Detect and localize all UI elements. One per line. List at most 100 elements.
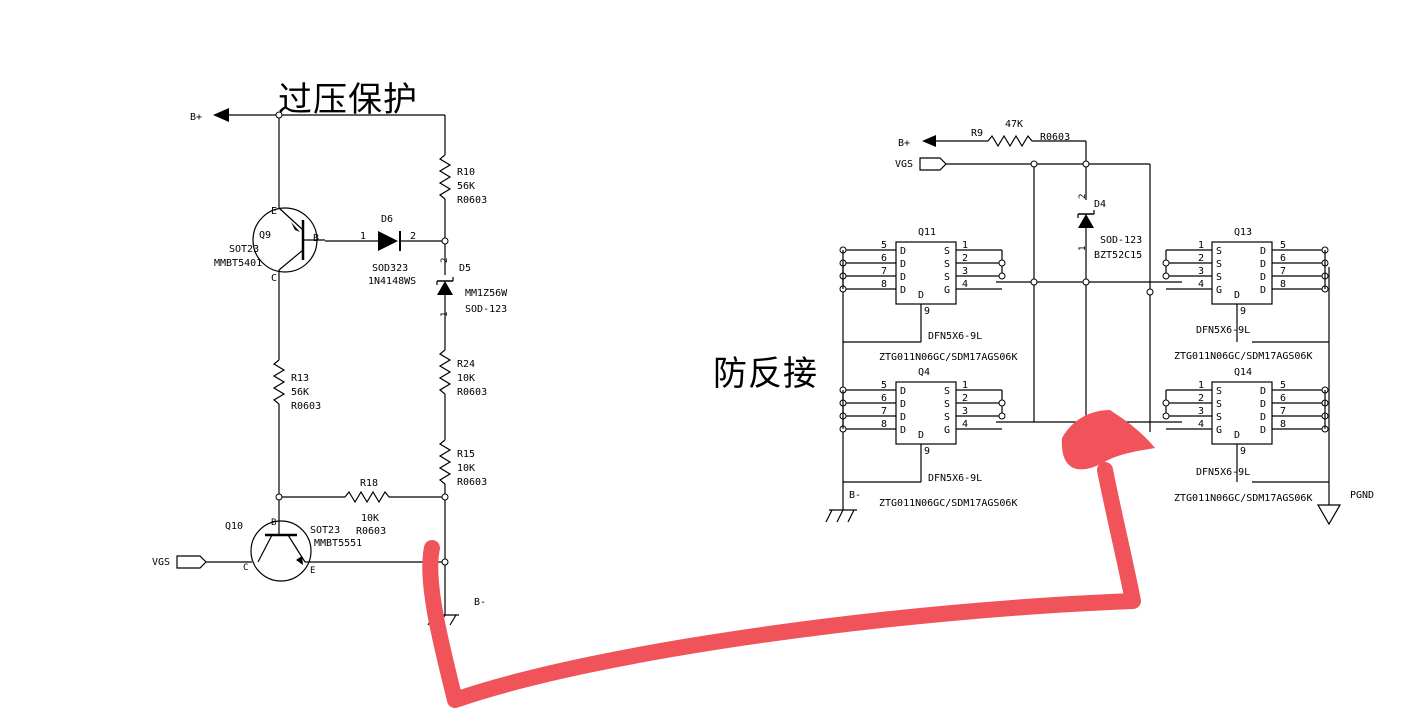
pin-name: S — [1216, 246, 1222, 257]
pin-name: S — [944, 386, 950, 397]
d5-zener: 2 1 D5 MM1Z56W SOD-123 — [436, 258, 508, 317]
reverse-protection-circuit: B+ R9 47K R0603 VGS 2 1 D4 SOD-123 BZT5 — [825, 119, 1374, 526]
q9-pkg: SOT23 — [229, 244, 259, 255]
svg-text:D5: D5 — [459, 263, 471, 274]
mosfet-ref: Q13 — [1234, 227, 1252, 238]
svg-text:B: B — [313, 233, 319, 244]
svg-text:SOD-123: SOD-123 — [1100, 235, 1142, 246]
pin9-name: D — [918, 290, 924, 301]
pin-number: 5 — [881, 380, 887, 391]
pin-name: S — [1216, 386, 1222, 397]
pin-name: S — [944, 272, 950, 283]
pin-name: S — [1216, 259, 1222, 270]
red-annotation-arrow — [422, 410, 1155, 708]
mosfet-q4: 5D1S6D2S7D3S8D4GD9Q4DFN5X6-9LZTG011N06GC… — [839, 367, 1017, 509]
pin-number: 4 — [1198, 419, 1204, 430]
pin-name: D — [900, 285, 906, 296]
pin-name: D — [1260, 412, 1266, 423]
pin-name: D — [1260, 386, 1266, 397]
q10-ref: Q10 — [225, 521, 243, 532]
pin-name: S — [944, 412, 950, 423]
pin-name: G — [944, 285, 950, 296]
pin-number: 2 — [1198, 393, 1204, 404]
pin-junction — [998, 272, 1006, 280]
svg-text:2: 2 — [410, 231, 416, 242]
svg-text:VGS: VGS — [895, 159, 913, 170]
pin-name: D — [1260, 399, 1266, 410]
r13-resistor: R13 56K R0603 — [272, 359, 321, 412]
r18-resistor: R18 10K R0603 — [344, 478, 390, 537]
svg-text:SOD-123: SOD-123 — [465, 304, 507, 315]
svg-text:MM1Z56W: MM1Z56W — [465, 288, 508, 299]
svg-text:2: 2 — [440, 258, 450, 263]
pin-name: D — [900, 399, 906, 410]
pin-junction — [1162, 272, 1170, 280]
svg-text:B+: B+ — [898, 138, 910, 149]
pin-number: 8 — [881, 419, 887, 430]
pin-number: 2 — [962, 253, 968, 264]
pin-name: D — [900, 259, 906, 270]
pin-name: S — [944, 259, 950, 270]
pin-name: D — [1260, 246, 1266, 257]
mosfet-ref: Q14 — [1234, 367, 1252, 378]
mosfet-pkg: DFN5X6-9L — [928, 473, 982, 484]
mosfet-part: ZTG011N06GC/SDM17AGS06K — [1174, 351, 1312, 362]
mosfet-part: ZTG011N06GC/SDM17AGS06K — [879, 352, 1017, 363]
q9-transistor: E B C Q9 SOT23 MMBT5401 — [214, 206, 325, 284]
mosfet-pkg: DFN5X6-9L — [928, 331, 982, 342]
pin-name: D — [1260, 272, 1266, 283]
svg-text:PGND: PGND — [1350, 490, 1374, 501]
pin-number: 8 — [1280, 279, 1286, 290]
pin-name: D — [1260, 425, 1266, 436]
pin-junction — [1162, 399, 1170, 407]
pin9-number: 9 — [1240, 306, 1246, 317]
svg-text:B-: B- — [474, 597, 486, 608]
r10-resistor: R10 56K R0603 — [438, 154, 487, 206]
pin-number: 6 — [1280, 393, 1286, 404]
svg-text:BZT52C15: BZT52C15 — [1094, 250, 1142, 261]
svg-text:R18: R18 — [360, 478, 378, 489]
pin9-number: 9 — [924, 446, 930, 457]
pgnd-symbol: PGND — [1316, 490, 1374, 526]
pin-name: G — [1216, 425, 1222, 436]
svg-text:1: 1 — [1078, 246, 1088, 251]
svg-text:D4: D4 — [1094, 199, 1106, 210]
pin-number: 4 — [962, 279, 968, 290]
pin-number: 4 — [962, 419, 968, 430]
pin-number: 8 — [1280, 419, 1286, 430]
d6-ref: D6 — [381, 214, 393, 225]
svg-text:R0603: R0603 — [457, 477, 487, 488]
svg-text:C: C — [271, 273, 277, 284]
pin-name: G — [1216, 285, 1222, 296]
svg-text:R0603: R0603 — [1040, 132, 1070, 143]
q10-part: MMBT5551 — [314, 538, 362, 549]
vgs-port-right: VGS — [895, 157, 947, 171]
pin-number: 6 — [881, 253, 887, 264]
pin-name: D — [900, 425, 906, 436]
svg-text:E: E — [271, 206, 277, 217]
d6-pkg: SOD323 — [372, 263, 408, 274]
pin-number: 3 — [1198, 266, 1204, 277]
svg-text:R0603: R0603 — [457, 387, 487, 398]
vgs-port-left: VGS — [152, 555, 252, 569]
svg-text:47K: 47K — [1005, 119, 1023, 130]
pin-number: 1 — [962, 380, 968, 391]
pin-number: 7 — [1280, 266, 1286, 277]
pin-name: D — [900, 412, 906, 423]
mosfet-ref: Q4 — [918, 367, 930, 378]
r24-resistor: R24 10K R0603 — [438, 349, 487, 398]
svg-text:R24: R24 — [457, 359, 475, 370]
mosfet-pkg: DFN5X6-9L — [1196, 467, 1250, 478]
bplus-label-left: B+ — [190, 112, 202, 123]
svg-text:R0603: R0603 — [291, 401, 321, 412]
pin-name: S — [1216, 272, 1222, 283]
pin-name: D — [900, 386, 906, 397]
pin9-name: D — [1234, 430, 1240, 441]
reverse-protection-heading: 防反接 — [713, 354, 818, 394]
overvoltage-circuit: B+ E B C Q9 SOT23 MMBT5401 D6 1 — [152, 108, 508, 626]
mosfet-q11: 5D1S6D2S7D3S8D4GD9Q11DFN5X6-9LZTG011N06G… — [839, 227, 1017, 363]
mosfet-pkg: DFN5X6-9L — [1196, 325, 1250, 336]
bminus-ground-right: B- — [825, 490, 861, 523]
q10-pkg: SOT23 — [310, 525, 340, 536]
